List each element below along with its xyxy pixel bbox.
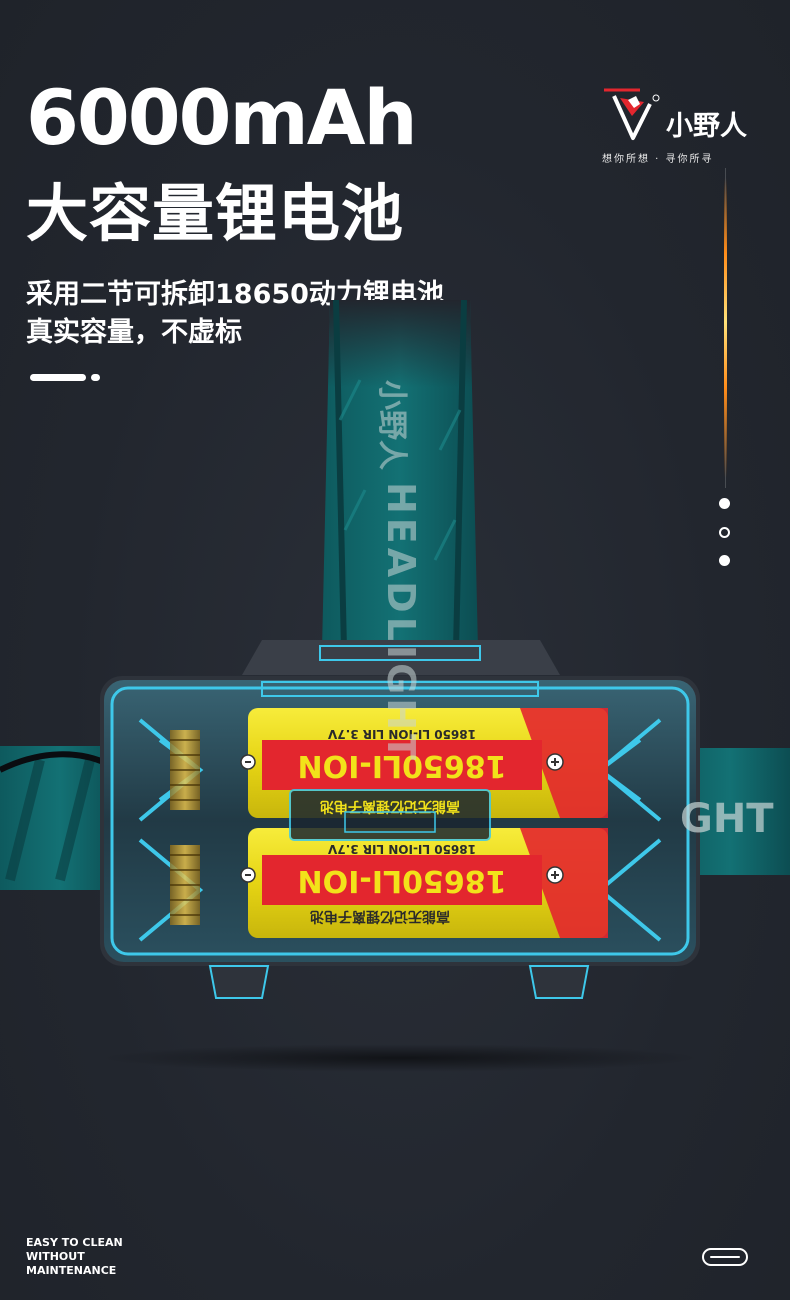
brand-name: 小野人 [666,111,747,142]
footer-line-3: MAINTENANCE [26,1264,117,1277]
accent-bar [30,374,86,381]
strap-text: HEADLIGHT [379,482,423,764]
accent-dot [91,374,100,381]
feature-description: 采用二节可拆卸18650动力锂电池 真实容量，不虚标 [26,276,444,352]
footer-caption: EASY TO CLEAN WITHOUT MAINTENANCE [26,1236,123,1278]
nav-dot-1[interactable] [719,498,730,509]
capacity-headline: 6000mAh [26,73,418,162]
side-strap-text: GHT [680,796,774,842]
brand-mark-icon [604,88,660,140]
battery-2-spec: 18650 LI-ION LIR 3.7V [327,842,476,856]
battery-1-spec: 18650 LI-ION LIR 3.7V [327,727,476,741]
footer-line-1: EASY TO CLEAN [26,1236,123,1249]
nav-dot-3[interactable] [719,555,730,566]
battery-1-cn: 高能无记忆锂离子电池 [320,798,460,815]
nav-dot-2[interactable] [719,527,730,538]
strap-brand: 小野人 [374,380,409,470]
battery-1-label: 18650LI-ION [298,748,507,783]
footer-pill-icon [702,1248,748,1266]
battery-2-cn: 高能无记忆锂离子电池 [310,908,450,925]
battery-title: 大容量锂电池 [26,177,405,250]
footer-line-2: WITHOUT [26,1250,85,1263]
description-line-2: 真实容量，不虚标 [26,317,242,348]
battery-2-label: 18650LI-ION [298,863,507,898]
brand-slogan: 想你所想 · 寻你所寻 [602,154,714,165]
side-glow-line [724,178,727,478]
brand-logo: 小野人 想你所想 · 寻你所寻 [600,86,760,166]
headlamp-illustration: 18650LI-ION 18650 LI-ION LIR 3.7V 18650L… [0,300,790,1072]
